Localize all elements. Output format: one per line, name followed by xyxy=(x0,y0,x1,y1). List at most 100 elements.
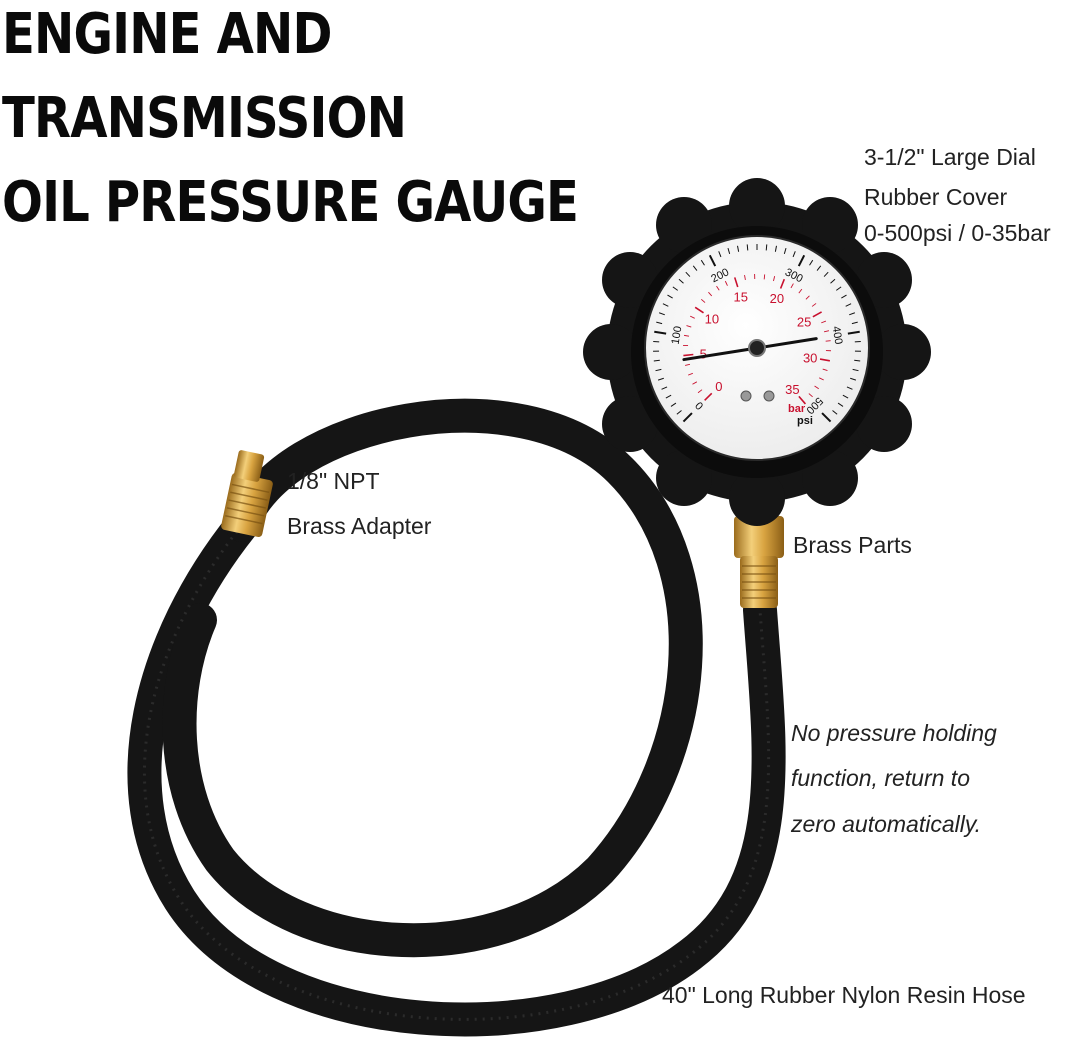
psi-tick xyxy=(845,303,852,307)
bar-tick xyxy=(694,306,704,314)
psi-tick xyxy=(682,412,693,423)
title-line-3: OIL PRESSURE GAUGE xyxy=(2,170,579,235)
psi-tick xyxy=(676,410,682,415)
bar-tick-label: 35 xyxy=(785,382,799,397)
psi-tick xyxy=(656,321,663,325)
bar-tick xyxy=(744,274,746,281)
needle-hub xyxy=(748,339,766,357)
bar-tick xyxy=(790,283,794,289)
psi-tick xyxy=(658,312,665,316)
hose xyxy=(127,508,786,1037)
psi-tick xyxy=(809,259,814,266)
psi-tick xyxy=(783,247,787,255)
psi-tick xyxy=(851,321,858,325)
psi-tick xyxy=(847,330,860,335)
bar-tick xyxy=(697,389,703,394)
psi-tick xyxy=(746,244,749,251)
brass-parts-label: Brass Parts xyxy=(793,532,912,558)
psi-tick xyxy=(816,265,822,271)
bar-tick-label: 30 xyxy=(803,350,817,365)
bar-tick-label: 10 xyxy=(705,311,719,326)
bar-tick xyxy=(814,385,819,390)
bar-tick-label: 25 xyxy=(797,315,811,330)
psi-tick xyxy=(667,294,673,299)
psi-tick xyxy=(837,402,844,407)
psi-tick xyxy=(657,377,664,381)
bar-tick xyxy=(704,392,713,401)
psi-tick xyxy=(718,251,722,258)
psi-tick xyxy=(846,386,853,390)
psi-tick xyxy=(821,412,832,423)
bar-tick xyxy=(821,320,827,324)
psi-tick xyxy=(665,394,672,399)
psi-tick-label: 400 xyxy=(830,325,845,345)
bar-tick xyxy=(798,395,807,405)
hose-upper-loop xyxy=(162,398,703,958)
bar-tick xyxy=(684,334,690,337)
psi-tick xyxy=(850,377,857,381)
bar-tick xyxy=(779,278,786,289)
psi-tick xyxy=(832,410,838,415)
adapter-material-label: Brass Adapter xyxy=(287,513,432,539)
psi-tick xyxy=(823,271,829,277)
note-line-3: zero automatically. xyxy=(791,811,982,837)
brass-adapter xyxy=(221,450,273,537)
psi-tick xyxy=(692,265,698,271)
bar-tick xyxy=(716,285,720,291)
bar-tick xyxy=(819,358,831,362)
bar-tick xyxy=(798,288,803,294)
bar-tick xyxy=(690,315,695,319)
note-line-1: No pressure holding xyxy=(791,720,997,746)
psi-tick xyxy=(708,254,717,267)
psi-tick xyxy=(830,278,836,284)
bar-tick xyxy=(708,291,713,297)
bar-tick xyxy=(692,381,698,385)
psi-tick xyxy=(842,394,849,399)
cover-label: Rubber Cover xyxy=(864,184,1008,210)
bar-tick xyxy=(773,276,776,282)
bar-tick xyxy=(823,330,830,333)
psi-tick xyxy=(852,368,859,372)
note-line-2: function, return to xyxy=(791,765,970,791)
bar-tick-label: 15 xyxy=(734,290,748,305)
bar-tick xyxy=(686,325,692,328)
psi-tick xyxy=(737,245,740,252)
psi-tick xyxy=(654,330,667,335)
bar-tick-label: 5 xyxy=(700,346,707,361)
psi-tick xyxy=(661,386,668,390)
hose-label: 40" Long Rubber Nylon Resin Hose xyxy=(662,982,1026,1008)
bar-tick xyxy=(805,295,810,300)
psi-tick xyxy=(672,286,679,291)
psi-tick xyxy=(849,312,856,316)
psi-tick xyxy=(774,245,777,252)
psi-tick xyxy=(727,247,731,255)
dial-size-label: 3-1/2" Large Dial xyxy=(864,144,1036,170)
bar-tick-label: 20 xyxy=(770,291,784,306)
psi-tick xyxy=(854,359,861,362)
psi-tick xyxy=(835,286,842,291)
bar-tick xyxy=(812,311,822,318)
psi-tick xyxy=(700,259,705,266)
psi-tick xyxy=(685,271,691,277)
psi-tick xyxy=(765,244,768,251)
bar-tick xyxy=(683,353,694,357)
title-line-2: TRANSMISSION xyxy=(2,86,407,151)
bar-tick xyxy=(684,363,691,366)
psi-tick xyxy=(841,294,847,299)
psi-tick xyxy=(797,254,806,267)
psi-tick xyxy=(655,368,662,372)
psi-tick xyxy=(653,359,660,362)
bar-tick xyxy=(733,277,739,288)
bar-tick xyxy=(687,372,693,376)
bar-tick xyxy=(811,303,817,307)
bar-tick xyxy=(819,377,824,381)
psi-tick xyxy=(792,251,796,258)
psi-tick-label: 100 xyxy=(670,325,685,345)
bar-tick xyxy=(724,280,728,286)
bar-tick xyxy=(700,298,706,303)
psi-tick xyxy=(662,303,669,307)
adapter-size-label: 1/8" NPT xyxy=(287,468,380,494)
